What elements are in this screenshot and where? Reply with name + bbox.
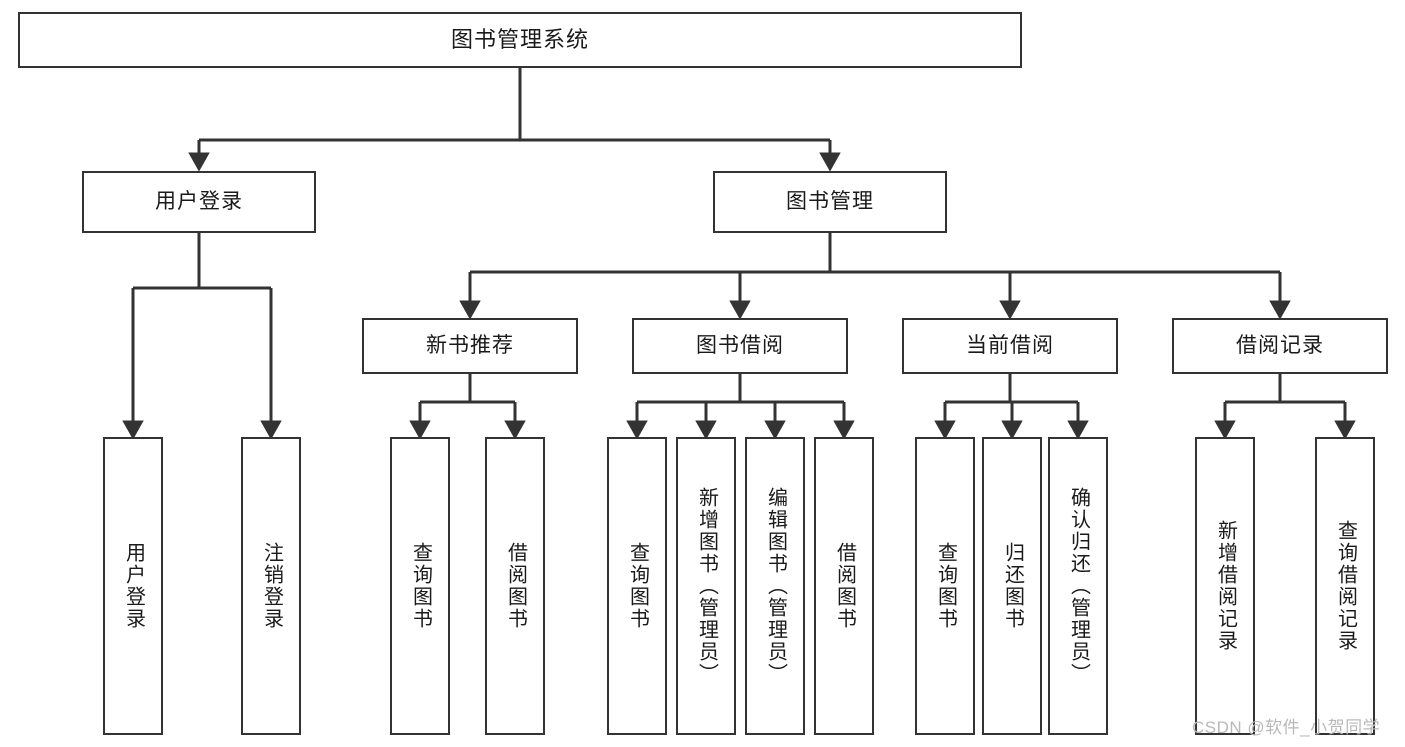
node-label: 查询图书 <box>626 542 649 630</box>
node-label: 图书管理系统 <box>450 26 589 52</box>
leaf-book-borrow-lend[interactable]: 借阅图书 <box>814 437 874 735</box>
node-label: 新增图书（管理员） <box>695 487 718 685</box>
leaf-borrow-record-add[interactable]: 新增借阅记录 <box>1195 437 1255 735</box>
leaf-current-borrow-confirm-return[interactable]: 确认归还（管理员） <box>1048 437 1108 735</box>
node-label: 当前借阅 <box>966 334 1054 358</box>
leaf-user-login-signin[interactable]: 用户登录 <box>103 437 163 735</box>
node-label: 归还图书 <box>1001 542 1024 630</box>
node-label: 编辑图书（管理员） <box>764 487 787 685</box>
node-new-book-recommend[interactable]: 新书推荐 <box>362 318 578 374</box>
leaf-book-borrow-edit[interactable]: 编辑图书（管理员） <box>745 437 805 735</box>
node-label: 查询图书 <box>409 542 432 630</box>
node-label: 查询图书 <box>934 542 957 630</box>
leaf-user-login-signout[interactable]: 注销登录 <box>241 437 301 735</box>
node-borrow-record[interactable]: 借阅记录 <box>1172 318 1388 374</box>
node-label: 借阅记录 <box>1236 334 1324 358</box>
node-label: 图书管理 <box>786 190 874 214</box>
node-label: 新书推荐 <box>426 334 514 358</box>
csdn-watermark: CSDN @软件_小贺同学 <box>1192 718 1381 737</box>
leaf-current-borrow-return[interactable]: 归还图书 <box>982 437 1042 735</box>
node-root-system[interactable]: 图书管理系统 <box>18 12 1022 68</box>
node-label: 用户登录 <box>122 542 145 630</box>
node-label: 注销登录 <box>260 542 283 630</box>
node-label: 图书借阅 <box>696 334 784 358</box>
node-label: 查询借阅记录 <box>1334 520 1357 652</box>
leaf-book-borrow-query[interactable]: 查询图书 <box>607 437 667 735</box>
node-current-borrow[interactable]: 当前借阅 <box>902 318 1118 374</box>
node-label: 新增借阅记录 <box>1214 520 1237 652</box>
leaf-current-borrow-query[interactable]: 查询图书 <box>915 437 975 735</box>
node-label: 确认归还（管理员） <box>1067 487 1090 685</box>
leaf-new-book-borrow[interactable]: 借阅图书 <box>485 437 545 735</box>
node-book-borrow[interactable]: 图书借阅 <box>632 318 848 374</box>
leaf-new-book-query[interactable]: 查询图书 <box>390 437 450 735</box>
node-label: 用户登录 <box>155 190 243 214</box>
node-book-management[interactable]: 图书管理 <box>713 171 947 233</box>
leaf-book-borrow-add[interactable]: 新增图书（管理员） <box>676 437 736 735</box>
leaf-borrow-record-query[interactable]: 查询借阅记录 <box>1315 437 1375 735</box>
node-label: 借阅图书 <box>504 542 527 630</box>
node-label: 借阅图书 <box>833 542 856 630</box>
node-user-login[interactable]: 用户登录 <box>82 171 316 233</box>
